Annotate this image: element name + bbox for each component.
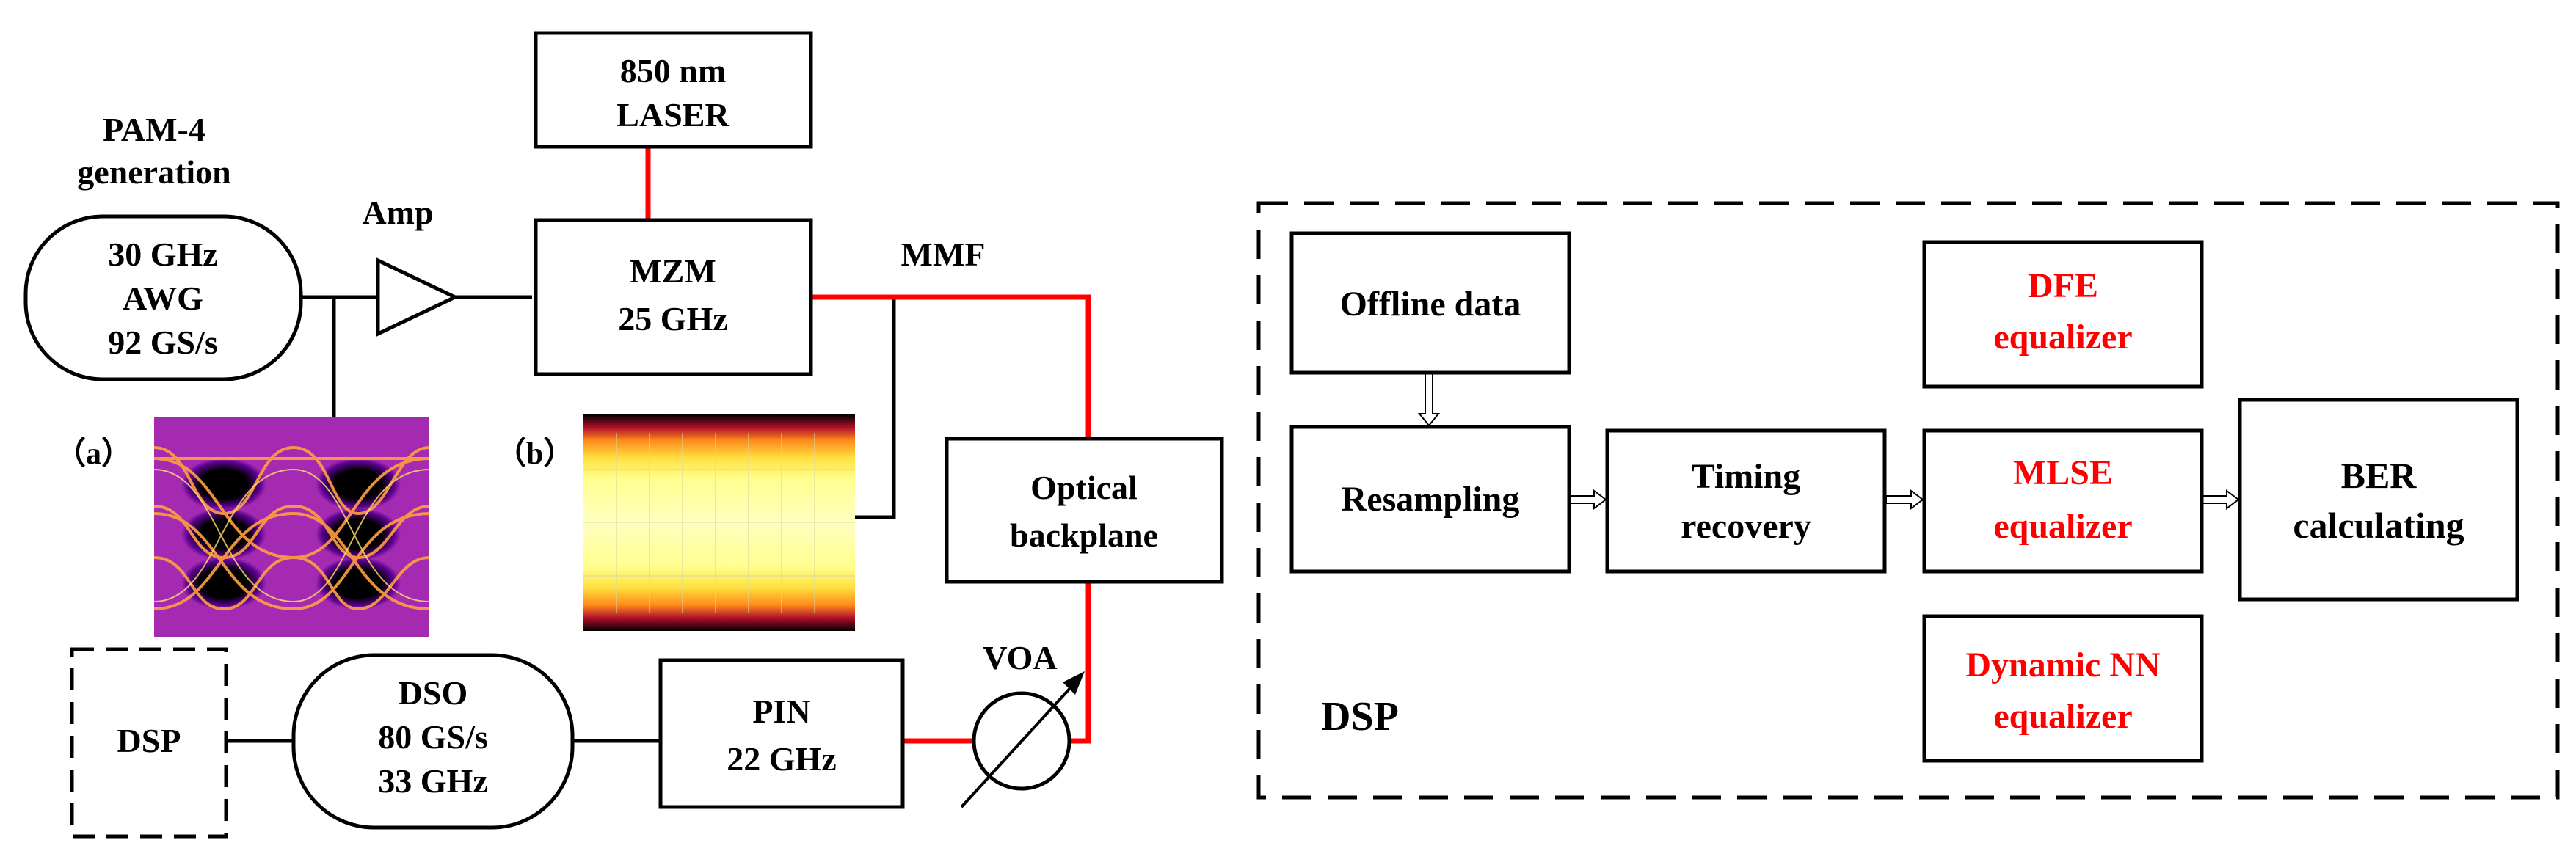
mmf-fiber bbox=[811, 294, 1091, 439]
laser-label-2: LASER bbox=[616, 96, 729, 134]
optical-links bbox=[645, 147, 1091, 744]
dfe-label-2: equalizer bbox=[1993, 318, 2132, 357]
laser-label-1: 850 nm bbox=[620, 52, 726, 90]
nn-equalizer-block[interactable] bbox=[1922, 614, 2204, 763]
timing-label-2: recovery bbox=[1681, 507, 1811, 546]
mmf-label: MMF bbox=[901, 235, 986, 273]
mlse-equalizer-block[interactable] bbox=[1922, 428, 2204, 574]
backplane-label-2: backplane bbox=[1010, 516, 1158, 554]
pam4-label-line1: PAM-4 bbox=[103, 111, 205, 148]
mlse-label-1: MLSE bbox=[2013, 453, 2113, 492]
amplifier-icon[interactable] bbox=[376, 257, 459, 337]
awg-label-2: AWG bbox=[123, 280, 203, 317]
mlse-label-2: equalizer bbox=[1993, 507, 2132, 546]
backplane-label-1: Optical bbox=[1030, 469, 1138, 506]
dso-block[interactable] bbox=[291, 653, 575, 830]
dsp-region-label: DSP bbox=[1321, 694, 1399, 739]
optical-backplane-block[interactable] bbox=[945, 437, 1224, 584]
timing-to-mlse-arrow bbox=[1885, 489, 1924, 510]
amp-label: Amp bbox=[362, 194, 433, 231]
awg-block[interactable] bbox=[23, 214, 303, 381]
timing-recovery-block[interactable] bbox=[1605, 428, 1887, 574]
resampling-to-timing-arrow bbox=[1568, 489, 1607, 510]
offline-to-resampling-arrow bbox=[1417, 371, 1441, 427]
ber-label-2: calculating bbox=[2293, 505, 2464, 546]
eye-b-label: （b） bbox=[495, 437, 574, 471]
electrical-links bbox=[226, 295, 896, 743]
offline-dsp-block[interactable] bbox=[70, 647, 228, 839]
pin-label-2: 22 GHz bbox=[727, 740, 836, 778]
mmf-eye-tap-line bbox=[855, 297, 896, 519]
mlse-to-ber-arrow bbox=[2201, 489, 2240, 510]
backplane-to-voa-fiber bbox=[1071, 582, 1091, 744]
dso-label-3: 33 GHz bbox=[378, 762, 487, 800]
dsp-region-border bbox=[1256, 201, 2560, 800]
awg-label-3: 92 GS/s bbox=[108, 324, 218, 361]
laser-block[interactable] bbox=[534, 31, 813, 149]
dsp-flow-arrows bbox=[1417, 371, 2240, 510]
offline-dsp-label: DSP bbox=[117, 722, 181, 759]
mzm-label-2: 25 GHz bbox=[618, 300, 727, 337]
pin-block[interactable] bbox=[658, 658, 905, 809]
timing-label-1: Timing bbox=[1692, 457, 1801, 496]
pam4-eye-diagram-icon bbox=[153, 417, 430, 637]
resampling-label: Resampling bbox=[1342, 480, 1520, 519]
voa-label: VOA bbox=[983, 639, 1057, 676]
mzm-label-1: MZM bbox=[630, 252, 716, 290]
awg-label-1: 30 GHz bbox=[108, 235, 217, 273]
dso-label-1: DSO bbox=[399, 674, 468, 712]
nn-label-1: Dynamic NN bbox=[1965, 646, 2161, 684]
ber-label-1: BER bbox=[2341, 455, 2417, 496]
offline-data-label: Offline data bbox=[1340, 285, 1521, 324]
pam4-label-line2: generation bbox=[77, 153, 231, 191]
nn-label-2: equalizer bbox=[1993, 697, 2132, 736]
optical-eye-diagram-icon bbox=[583, 414, 855, 631]
eye-a-label: （a） bbox=[55, 437, 132, 471]
dfe-label-1: DFE bbox=[2028, 266, 2098, 305]
offline-data-block[interactable] bbox=[1289, 231, 1571, 375]
resampling-block[interactable] bbox=[1289, 425, 1571, 574]
dso-label-2: 80 GS/s bbox=[378, 718, 488, 756]
ber-calculating-block[interactable] bbox=[2238, 398, 2519, 602]
pin-label-1: PIN bbox=[752, 693, 810, 730]
dfe-equalizer-block[interactable] bbox=[1922, 240, 2204, 389]
mzm-block[interactable] bbox=[534, 218, 813, 376]
variable-attenuator-icon[interactable] bbox=[960, 671, 1085, 808]
